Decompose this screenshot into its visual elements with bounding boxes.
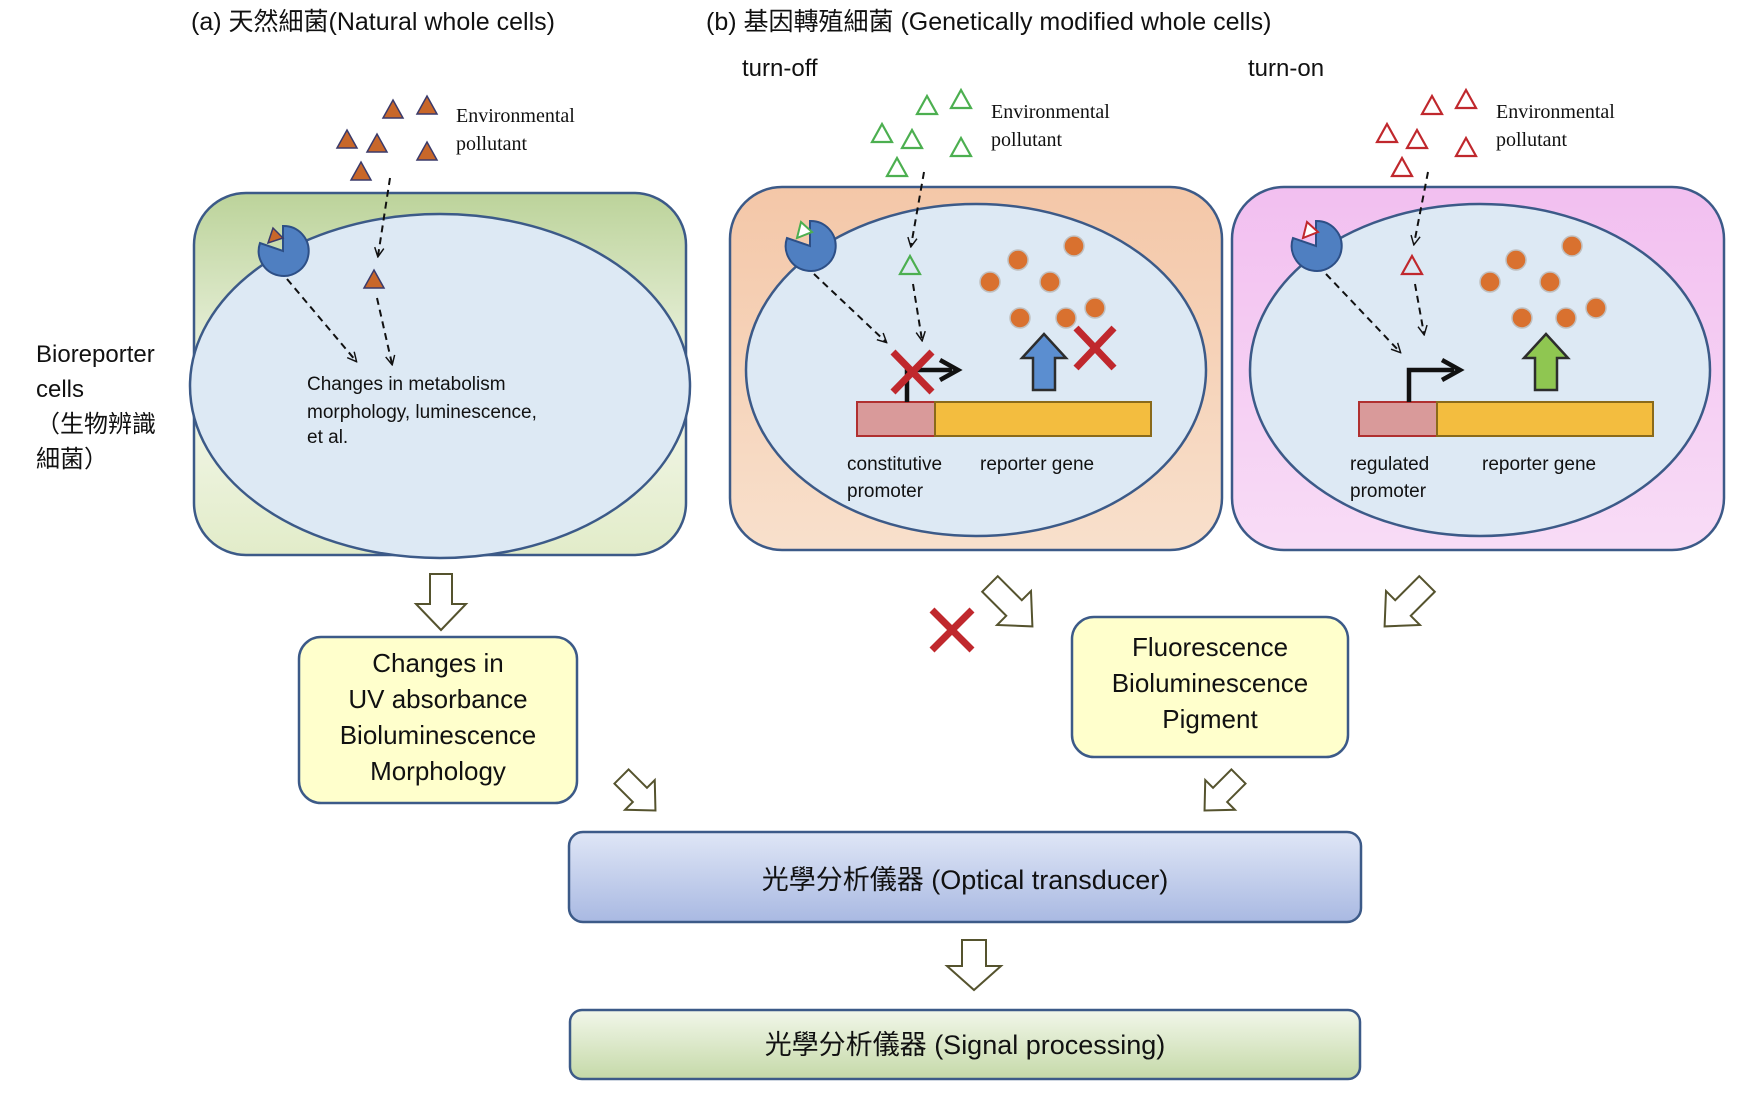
pollutant-label: Environmental: [991, 101, 1110, 123]
panel-a-output-box: Changes in UV absorbance Bioluminescence…: [297, 635, 579, 805]
signal-processing-label: 光學分析儀器 (Signal processing): [765, 1030, 1166, 1060]
signal-arrows: [813, 171, 924, 342]
reporter-products: [1479, 235, 1607, 329]
flow-arrows: [413, 573, 1437, 992]
signal-arrows: [1325, 171, 1429, 352]
turn-on-cell: Environmental pollutant regulated promot…: [1230, 87, 1726, 552]
pollutant-group: [870, 87, 973, 276]
optical-transducer-box: 光學分析儀器 (Optical transducer): [567, 830, 1363, 924]
turn-off-cell: Environmental pollutant: [728, 87, 1224, 552]
flow-arrow-diagonal-icon: [980, 574, 1034, 628]
bound-pollutant-icon: [795, 220, 814, 240]
flow-arrow-diagonal-icon: [613, 768, 657, 812]
blocked-x-icon: [1073, 325, 1117, 371]
constitutive-promoter: [856, 401, 936, 437]
panel-b-title: (b) 基因轉殖細菌 (Genetically modified whole c…: [706, 8, 1271, 36]
reporter-gene: [1436, 401, 1654, 437]
receptor-icon: [1290, 219, 1343, 272]
turn-on-label: turn-on: [1248, 55, 1324, 82]
cell-membrane: [1248, 202, 1712, 538]
cell-response-text: Changes in metabolism: [307, 374, 506, 395]
promoter-label: promoter: [1350, 481, 1427, 502]
receptor-icon: [257, 224, 310, 277]
blocked-x-icon: [929, 607, 975, 653]
promoter-label: promoter: [847, 481, 924, 502]
output-box-line: Changes in: [372, 648, 504, 678]
expression-up-arrow-icon: [1521, 332, 1571, 392]
blocked-x-icon: [890, 349, 935, 395]
cell-response-text: et al.: [307, 427, 348, 448]
cell-membrane: [744, 202, 1208, 538]
flow-arrow-down-icon: [944, 939, 1004, 992]
transcription-arrowhead-icon: [1440, 358, 1465, 382]
regulated-promoter: [1358, 401, 1438, 437]
promoter-label: constitutive: [847, 454, 942, 475]
pollutant-group: [335, 94, 439, 289]
receptor-icon: [784, 219, 837, 272]
pollutant-label: Environmental: [1496, 101, 1615, 123]
reporter-products: [979, 235, 1106, 329]
gene-label: reporter gene: [980, 454, 1094, 475]
pollutant-label: pollutant: [456, 133, 528, 155]
output-box-line: UV absorbance: [348, 684, 527, 714]
signal-arrows: [286, 177, 392, 364]
pollutant-label: Environmental: [456, 105, 575, 127]
promoter-label: regulated: [1350, 454, 1429, 475]
cell-response-text: morphology, luminescence,: [307, 402, 537, 423]
pollutant-label: pollutant: [991, 129, 1063, 151]
signal-processing-box: 光學分析儀器 (Signal processing): [568, 1008, 1362, 1081]
side-label: Bioreporter cells （生物辨識 細菌）: [36, 341, 156, 473]
transcription-arrowhead-icon: [938, 358, 963, 382]
side-label-line: 細菌）: [36, 446, 108, 473]
reporter-gene: [934, 401, 1152, 437]
cell-membrane: [188, 212, 692, 560]
flow-arrow-down-icon: [413, 573, 469, 632]
flow-arrow-diagonal-icon: [1383, 574, 1437, 628]
panel-a-cell: Environmental pollutant Changes in metab…: [188, 94, 692, 560]
output-box-line: Fluorescence: [1132, 632, 1288, 662]
bound-pollutant-icon: [266, 226, 285, 245]
gene-label: reporter gene: [1482, 454, 1596, 475]
pollutant-group: [1375, 87, 1478, 276]
transducer-label: 光學分析儀器 (Optical transducer): [762, 865, 1169, 895]
output-box-line: Morphology: [370, 756, 506, 786]
panel-b-output-box: Fluorescence Bioluminescence Pigment: [1070, 615, 1350, 759]
transcription-arrow-icon: [1406, 367, 1454, 402]
flow-arrow-diagonal-icon: [1203, 768, 1247, 812]
panel-a-title: (a) 天然細菌(Natural whole cells): [191, 8, 555, 36]
turn-off-label: turn-off: [742, 55, 818, 82]
side-label-line: Bioreporter: [36, 341, 155, 368]
expression-up-arrow-icon: [1019, 332, 1069, 392]
side-label-line: cells: [36, 376, 84, 403]
side-label-line: （生物辨識: [36, 411, 156, 438]
output-box-line: Bioluminescence: [340, 720, 537, 750]
bound-pollutant-icon: [1301, 220, 1320, 240]
pollutant-label: pollutant: [1496, 129, 1568, 151]
output-box-line: Pigment: [1162, 704, 1258, 734]
output-box-line: Bioluminescence: [1112, 668, 1309, 698]
